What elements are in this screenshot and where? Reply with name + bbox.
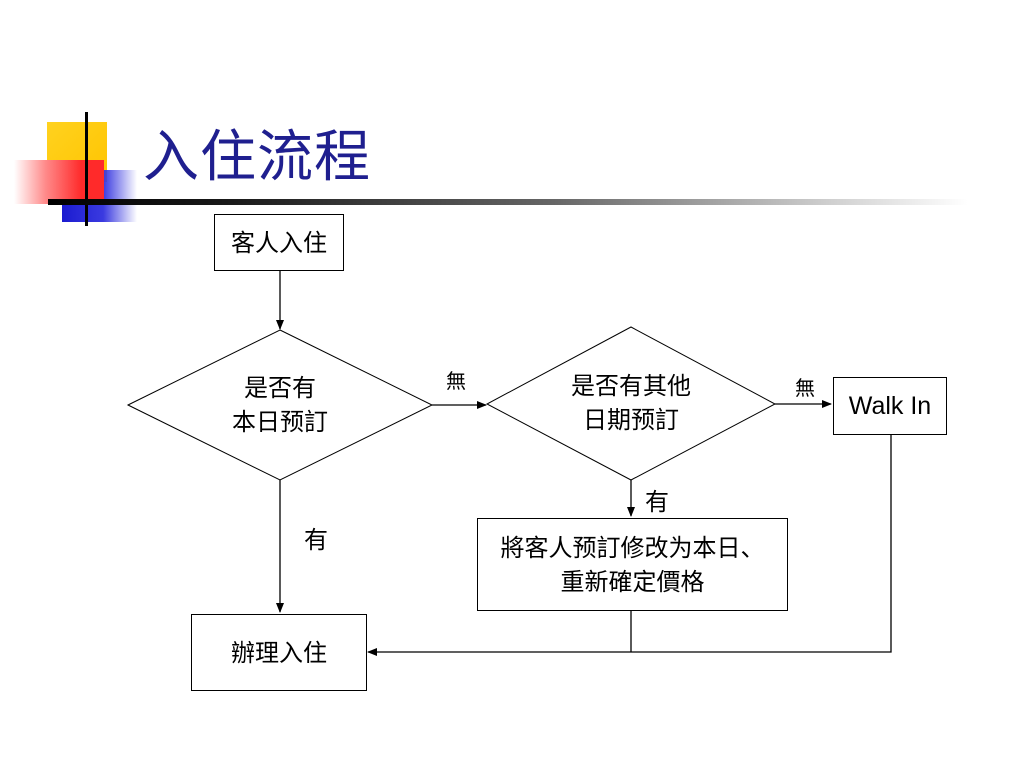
edge-label-d2-yes: 有 xyxy=(645,488,669,516)
deco-red-square xyxy=(14,160,104,204)
start-node: 客人入住 xyxy=(214,214,344,271)
decision1-line2: 本日预訂 xyxy=(232,408,328,436)
decision2-line1: 是否有其他 xyxy=(571,372,691,400)
decision1-line1: 是否有 xyxy=(244,374,316,402)
modify-line1: 將客人预訂修改为本日、 xyxy=(500,533,765,562)
checkin-node: 辦理入住 xyxy=(191,614,367,691)
page-title: 入住流程 xyxy=(143,125,371,190)
edge-label-d1-yes: 有 xyxy=(304,526,328,554)
decision1-node: 是否有 本日预訂 xyxy=(200,370,360,440)
start-node-label: 客人入住 xyxy=(231,228,327,257)
edge-label-d2-no: 無 xyxy=(795,376,815,400)
decision2-node: 是否有其他 日期预訂 xyxy=(541,368,721,438)
modify-line2: 重新確定價格 xyxy=(560,567,705,596)
deco-vertical-line xyxy=(85,112,88,226)
walkin-node: Walk In xyxy=(833,377,947,435)
checkin-node-label: 辦理入住 xyxy=(231,638,327,667)
walkin-node-label: Walk In xyxy=(848,392,932,420)
edge-walkin-to-checkin xyxy=(367,435,892,656)
edge-label-d1-no: 無 xyxy=(446,369,466,393)
decision2-line2: 日期预訂 xyxy=(583,406,679,434)
modify-node: 將客人预訂修改为本日、 重新確定價格 xyxy=(477,518,788,611)
title-underline xyxy=(48,199,968,205)
